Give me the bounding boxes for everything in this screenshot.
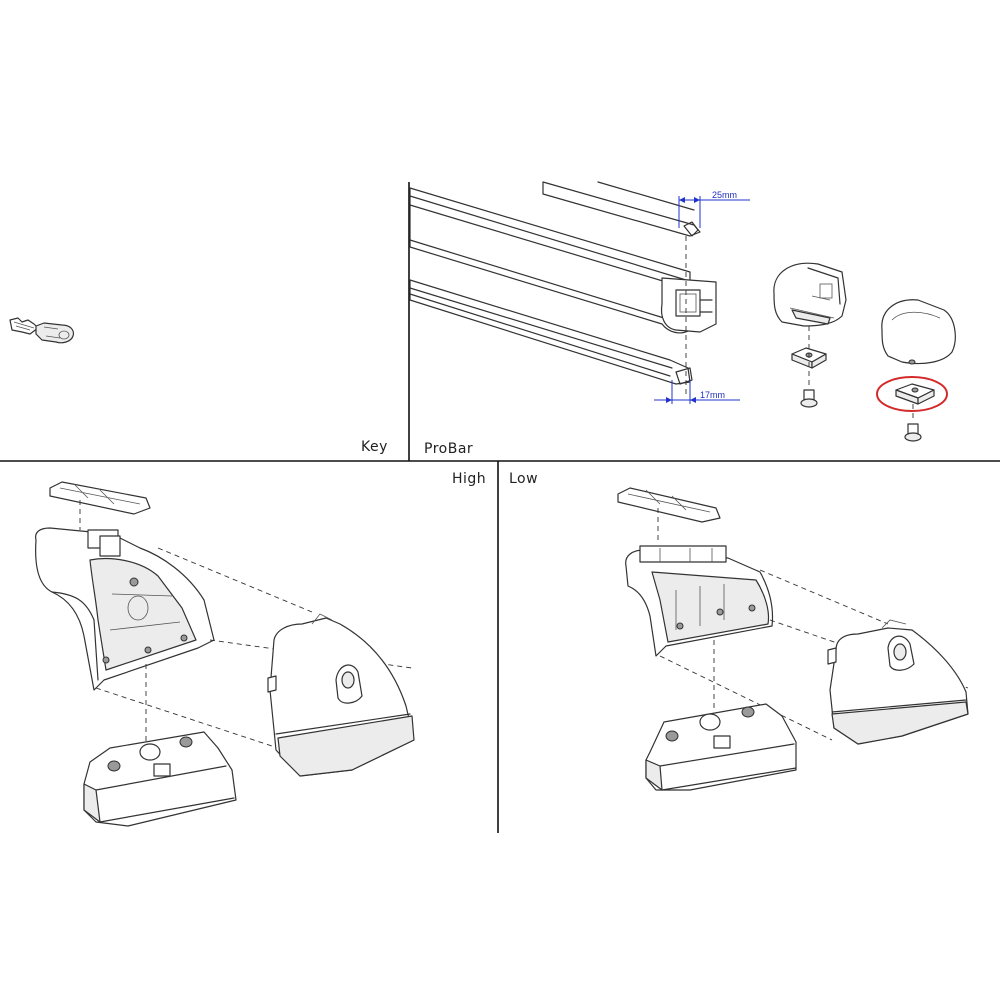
end-cap-open [773,262,847,408]
key-drawing [9,317,75,344]
panel-label-key: Key [361,439,388,455]
high-foot-assembly [35,481,415,827]
dimension-25mm: 25mm [678,190,750,228]
dimension-17mm: 17mm [654,380,740,404]
panel-dividers [0,182,1000,833]
end-cap-closed [881,299,956,442]
probar-bar [409,181,717,396]
highlight-circle [876,376,948,412]
panel-label-low: Low [509,471,539,487]
panel-label-high: High [452,471,487,487]
dimension-17mm-label: 17mm [700,390,725,400]
low-foot-assembly [617,487,969,791]
panel-label-probar: ProBar [424,441,474,457]
dimension-25mm-label: 25mm [712,190,737,200]
